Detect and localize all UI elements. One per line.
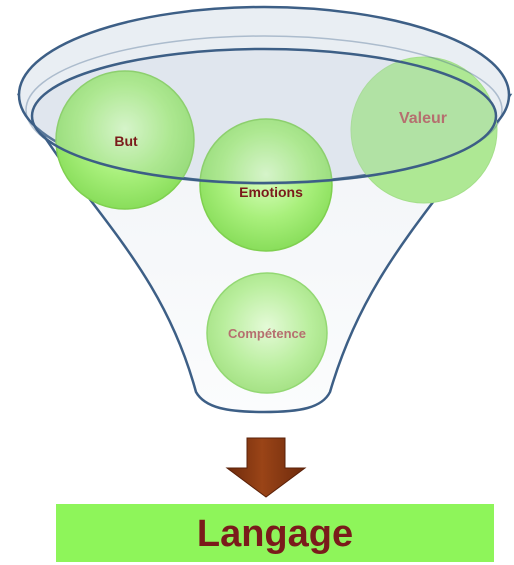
funnel-rim-glass — [30, 47, 498, 185]
circle-valeur — [350, 56, 498, 204]
circle-but — [55, 70, 195, 210]
down-arrow-icon — [225, 437, 307, 498]
label-competence: Compétence — [228, 326, 306, 341]
label-emotions: Emotions — [239, 184, 303, 200]
funnel-rim-highlight — [25, 35, 503, 185]
circle-competence — [206, 272, 328, 394]
output-label: Langage — [196, 513, 354, 555]
output-box: Langage — [56, 504, 494, 562]
circle-emotions — [199, 118, 333, 252]
label-valeur: Valeur — [399, 110, 447, 127]
label-but: But — [114, 133, 138, 149]
